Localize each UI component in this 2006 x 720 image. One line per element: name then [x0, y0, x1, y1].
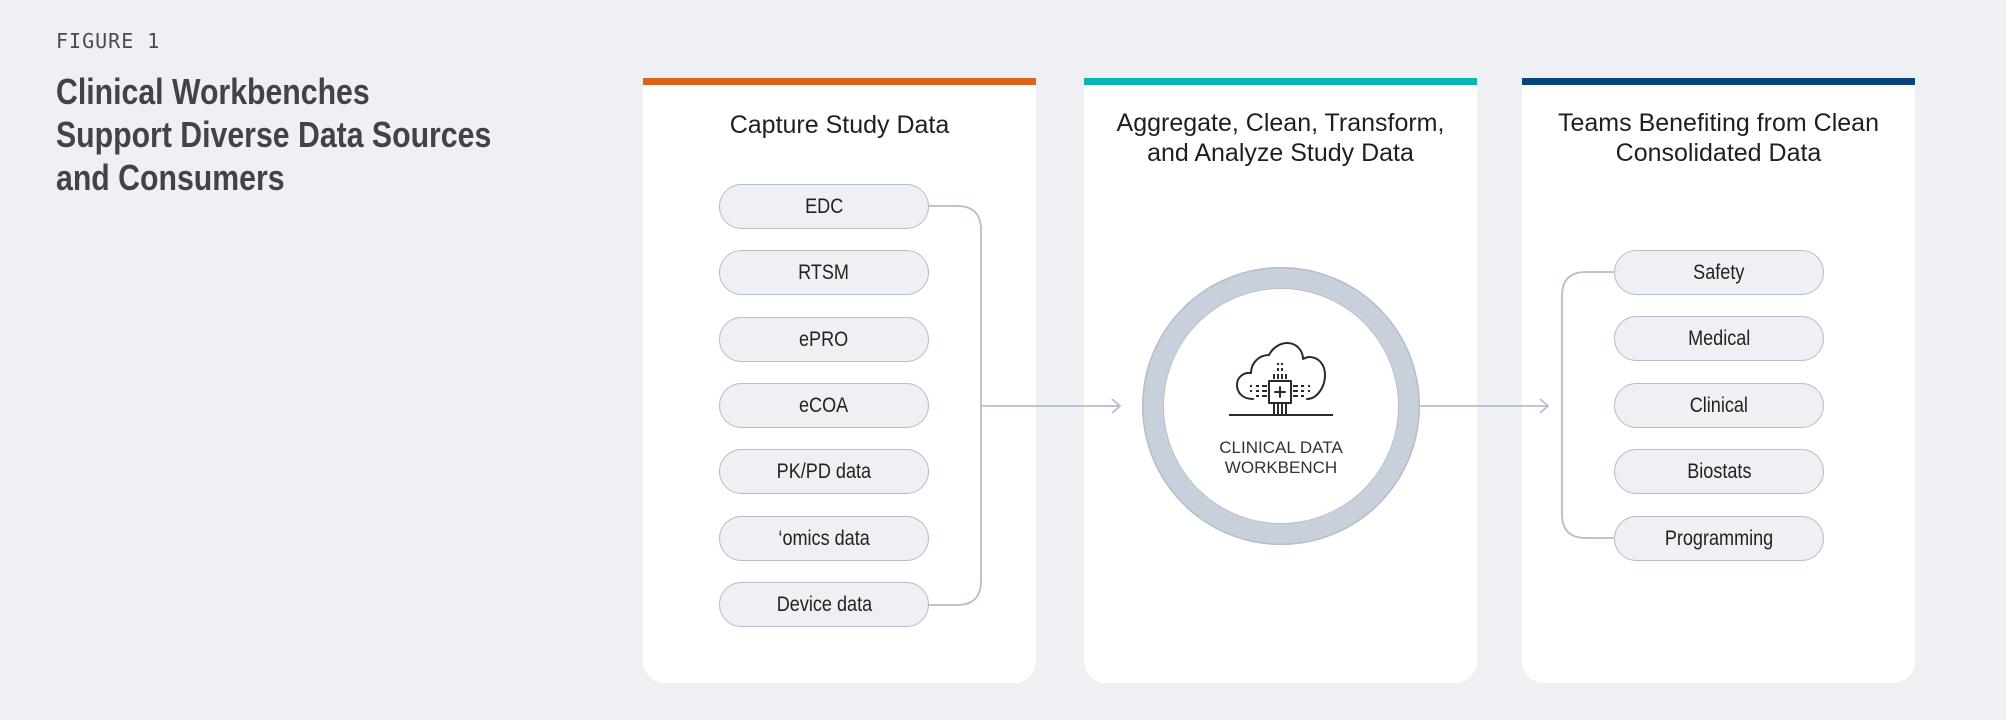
workbench-hub: CLINICAL DATA WORKBENCH	[1142, 267, 1420, 545]
consumer-pill-label: Programming	[1664, 526, 1774, 550]
capture-accent-bar	[643, 78, 1036, 85]
source-pill-label: ‘omics data	[778, 526, 870, 550]
workbench-hub-inner: CLINICAL DATA WORKBENCH	[1164, 289, 1398, 523]
source-pill-device: Device data	[719, 582, 929, 627]
cloud-chip-icon	[1229, 342, 1333, 416]
source-pill-ecoa: eCOA	[719, 383, 929, 428]
source-pill-label: eCOA	[799, 393, 849, 417]
source-pill-label: PK/PD data	[776, 459, 872, 483]
source-pill-label: ePRO	[799, 327, 849, 351]
consumer-pill-label: Medical	[1687, 326, 1751, 350]
consumer-pill-label: Safety	[1693, 260, 1745, 284]
figure-title-line: Support Diverse Data Sources	[56, 114, 492, 155]
capture-card-title-line: Capture Study Data	[729, 111, 950, 139]
consumer-pill-medical: Medical	[1614, 316, 1824, 361]
source-pill-omics: ‘omics data	[719, 516, 929, 561]
aggregate-accent-bar	[1084, 78, 1477, 85]
aggregate-card-title-line: Aggregate, Clean, Transform,	[1116, 109, 1445, 137]
figure-title: Clinical Workbenches Support Diverse Dat…	[56, 70, 526, 199]
teams-card-title: Teams Benefiting from Clean Consolidated…	[1522, 108, 1915, 168]
consumer-pill-label: Clinical	[1689, 393, 1749, 417]
source-pill-rtsm: RTSM	[719, 250, 929, 295]
teams-card-title-line: Consolidated Data	[1615, 139, 1822, 167]
teams-accent-bar	[1522, 78, 1915, 85]
aggregate-card-title-line: and Analyze Study Data	[1147, 139, 1414, 167]
source-pill-edc: EDC	[719, 184, 929, 229]
workbench-hub-label: CLINICAL DATA WORKBENCH	[1164, 438, 1398, 478]
workbench-hub-label-line: CLINICAL DATA	[1219, 438, 1343, 457]
consumer-pill-safety: Safety	[1614, 250, 1824, 295]
teams-card: Teams Benefiting from Clean Consolidated…	[1522, 78, 1915, 683]
consumer-pill-clinical: Clinical	[1614, 383, 1824, 428]
source-pill-label: Device data	[776, 592, 872, 616]
capture-card-title: Capture Study Data	[643, 110, 1036, 140]
aggregate-card-title: Aggregate, Clean, Transform, and Analyze…	[1084, 108, 1477, 168]
source-pill-label: EDC	[804, 194, 844, 218]
consumer-pill-programming: Programming	[1614, 516, 1824, 561]
consumer-pill-biostats: Biostats	[1614, 449, 1824, 494]
teams-card-title-line: Teams Benefiting from Clean	[1558, 109, 1879, 137]
figure-title-line: Clinical Workbenches	[56, 71, 370, 112]
consumer-pill-label: Biostats	[1686, 459, 1752, 483]
source-pill-label: RTSM	[798, 260, 850, 284]
figure-title-line: and Consumers	[56, 157, 285, 198]
source-pill-pkpd: PK/PD data	[719, 449, 929, 494]
figure-label: FIGURE 1	[56, 29, 161, 53]
source-pill-epro: ePRO	[719, 317, 929, 362]
workbench-hub-label-line: WORKBENCH	[1224, 458, 1338, 477]
